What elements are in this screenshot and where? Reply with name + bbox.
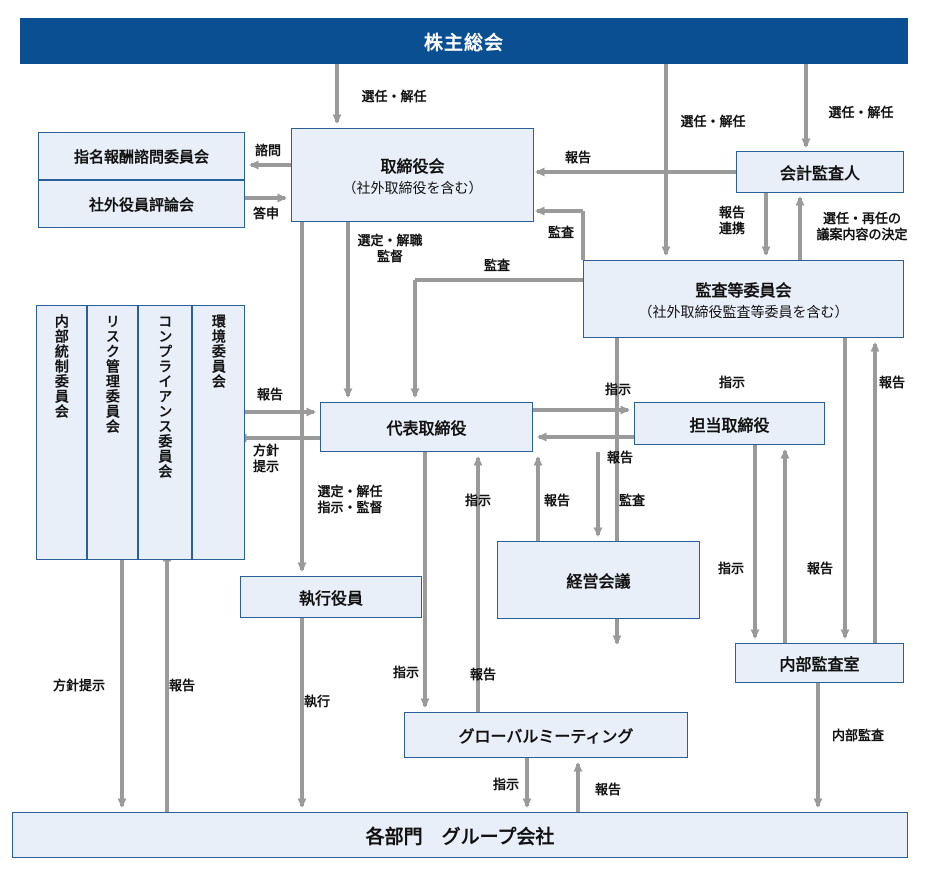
global-meeting-label: グローバルミーティング <box>458 729 634 746</box>
label-internal-audit: 内部監査 <box>831 728 885 743</box>
label-instruct-management-meeting: 指示 <box>464 493 492 508</box>
internal-audit-office-label: 内部監査室 <box>779 657 860 674</box>
environment-committee-label: 環境委員会 <box>210 314 227 389</box>
label-execute: 執行 <box>303 694 331 709</box>
label-reply: 答申 <box>252 206 280 221</box>
outside-officer-review-label: 社外役員評論会 <box>88 196 194 214</box>
label-select-dismiss-supervise: 選定・解職 監督 <box>357 233 423 265</box>
node-representative-director[interactable]: 代表取締役 <box>320 402 533 452</box>
label-appoint-dismiss-board: 選任・解任 <box>361 89 427 104</box>
shareholders-meeting-label: 株主総会 <box>423 32 504 54</box>
board-of-directors-sublabel: （社外取締役を含む） <box>342 179 483 196</box>
label-instruct-internal-audit-mid: 指示 <box>718 375 746 390</box>
label-report-responsible-director: 報告 <box>606 450 634 465</box>
label-instruct-responsible-director: 指示 <box>604 382 632 397</box>
label-audit-internal-office: 監査 <box>618 493 646 508</box>
management-meeting-label: 経営会議 <box>566 574 631 591</box>
label-report-liaison: 報告 連携 <box>718 205 746 237</box>
node-accounting-auditor[interactable]: 会計監査人 <box>736 151 904 193</box>
responsible-director-label: 担当取締役 <box>689 417 770 435</box>
label-instruct-global-meeting: 指示 <box>392 665 420 680</box>
label-report-departments: 報告 <box>594 782 622 797</box>
label-audit-to-board: 監査 <box>547 225 575 240</box>
representative-director-label: 代表取締役 <box>386 421 467 438</box>
internal-control-committee-label: 内部統制委員会 <box>53 314 70 419</box>
label-appoint-dismiss-accountant: 選任・解任 <box>828 105 894 120</box>
node-responsible-director[interactable]: 担当取締役 <box>634 402 825 445</box>
label-report-bottom: 報告 <box>168 678 196 693</box>
label-instruct-internal-audit-lower: 指示 <box>717 561 745 576</box>
label-report-committees: 報告 <box>256 387 284 402</box>
node-compliance-committee[interactable]: コンプライアンス委員会 <box>138 305 192 560</box>
label-report-to-board: 報告 <box>564 150 592 165</box>
compliance-committee-label: コンプライアンス委員会 <box>157 314 174 479</box>
node-internal-control-committee[interactable]: 内部統制委員会 <box>36 305 87 560</box>
accounting-auditor-label: 会計監査人 <box>779 166 860 183</box>
audit-committee-sublabel: （社外取締役監査等委員を含む） <box>638 303 849 320</box>
nomination-committee-label: 指名報酬諮問委員会 <box>73 148 209 166</box>
risk-management-committee-label: リスク管理委員会 <box>104 314 121 434</box>
node-internal-audit-office[interactable]: 内部監査室 <box>735 643 904 683</box>
node-executive-officer[interactable]: 執行役員 <box>240 576 422 618</box>
label-report-global-meeting: 報告 <box>469 667 497 682</box>
label-instruct-departments: 指示 <box>492 777 520 792</box>
node-outside-officer-review[interactable]: 社外役員評論会 <box>38 180 245 228</box>
label-consult: 諮問 <box>254 143 282 158</box>
node-environment-committee[interactable]: 環境委員会 <box>192 305 245 560</box>
executive-officer-label: 執行役員 <box>298 591 363 608</box>
node-departments-group-companies[interactable]: 各部門 グループ会社 <box>12 812 908 858</box>
label-policy-presentation: 方針 提示 <box>252 443 280 475</box>
label-report-internal-audit-mid: 報告 <box>878 375 906 390</box>
label-appoint-reappoint-agenda: 選任・再任の 議案内容の決定 <box>816 211 908 243</box>
node-board-of-directors[interactable]: 取締役会 （社外取締役を含む） <box>291 128 534 222</box>
shareholders-meeting-banner: 株主総会 <box>20 18 908 64</box>
label-report-internal-audit-lower: 報告 <box>806 561 834 576</box>
label-report-management-meeting: 報告 <box>543 493 571 508</box>
node-nomination-compensation-committee[interactable]: 指名報酬諮問委員会 <box>38 132 245 180</box>
board-of-directors-label: 取締役会 <box>380 158 445 176</box>
node-audit-committee[interactable]: 監査等委員会 （社外取締役監査等委員を含む） <box>583 260 904 338</box>
label-audit-to-rep: 監査 <box>483 258 511 273</box>
node-risk-management-committee[interactable]: リスク管理委員会 <box>87 305 138 560</box>
audit-committee-label: 監査等委員会 <box>695 282 792 300</box>
node-global-meeting[interactable]: グローバルミーティング <box>404 712 688 758</box>
departments-group-label: 各部門 グループ会社 <box>365 826 555 848</box>
label-policy-presentation-bottom: 方針提示 <box>52 678 106 693</box>
label-select-dismiss-direct-supervise: 選定・解任 指示・監督 <box>317 484 383 516</box>
node-management-meeting[interactable]: 経営会議 <box>497 541 700 619</box>
label-appoint-dismiss-audit: 選任・解任 <box>680 114 746 129</box>
